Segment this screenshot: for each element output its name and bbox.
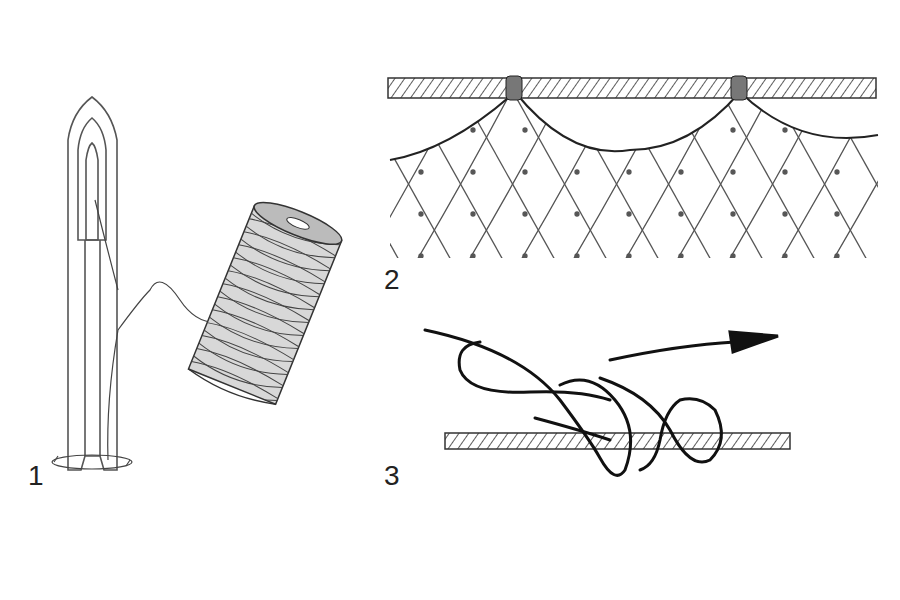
rope-knot <box>731 76 747 100</box>
callout-number: 1 <box>28 462 44 490</box>
net-mesh <box>105 90 900 260</box>
hanging-line <box>390 92 878 160</box>
head-rope <box>388 78 876 98</box>
callout-number: 3 <box>384 462 400 490</box>
rope <box>445 433 790 449</box>
rope-knot <box>506 76 522 100</box>
hitch-knot <box>425 330 778 475</box>
callout-number: 2 <box>384 266 400 294</box>
thread-spool <box>185 195 346 412</box>
netting-needle <box>68 97 117 470</box>
